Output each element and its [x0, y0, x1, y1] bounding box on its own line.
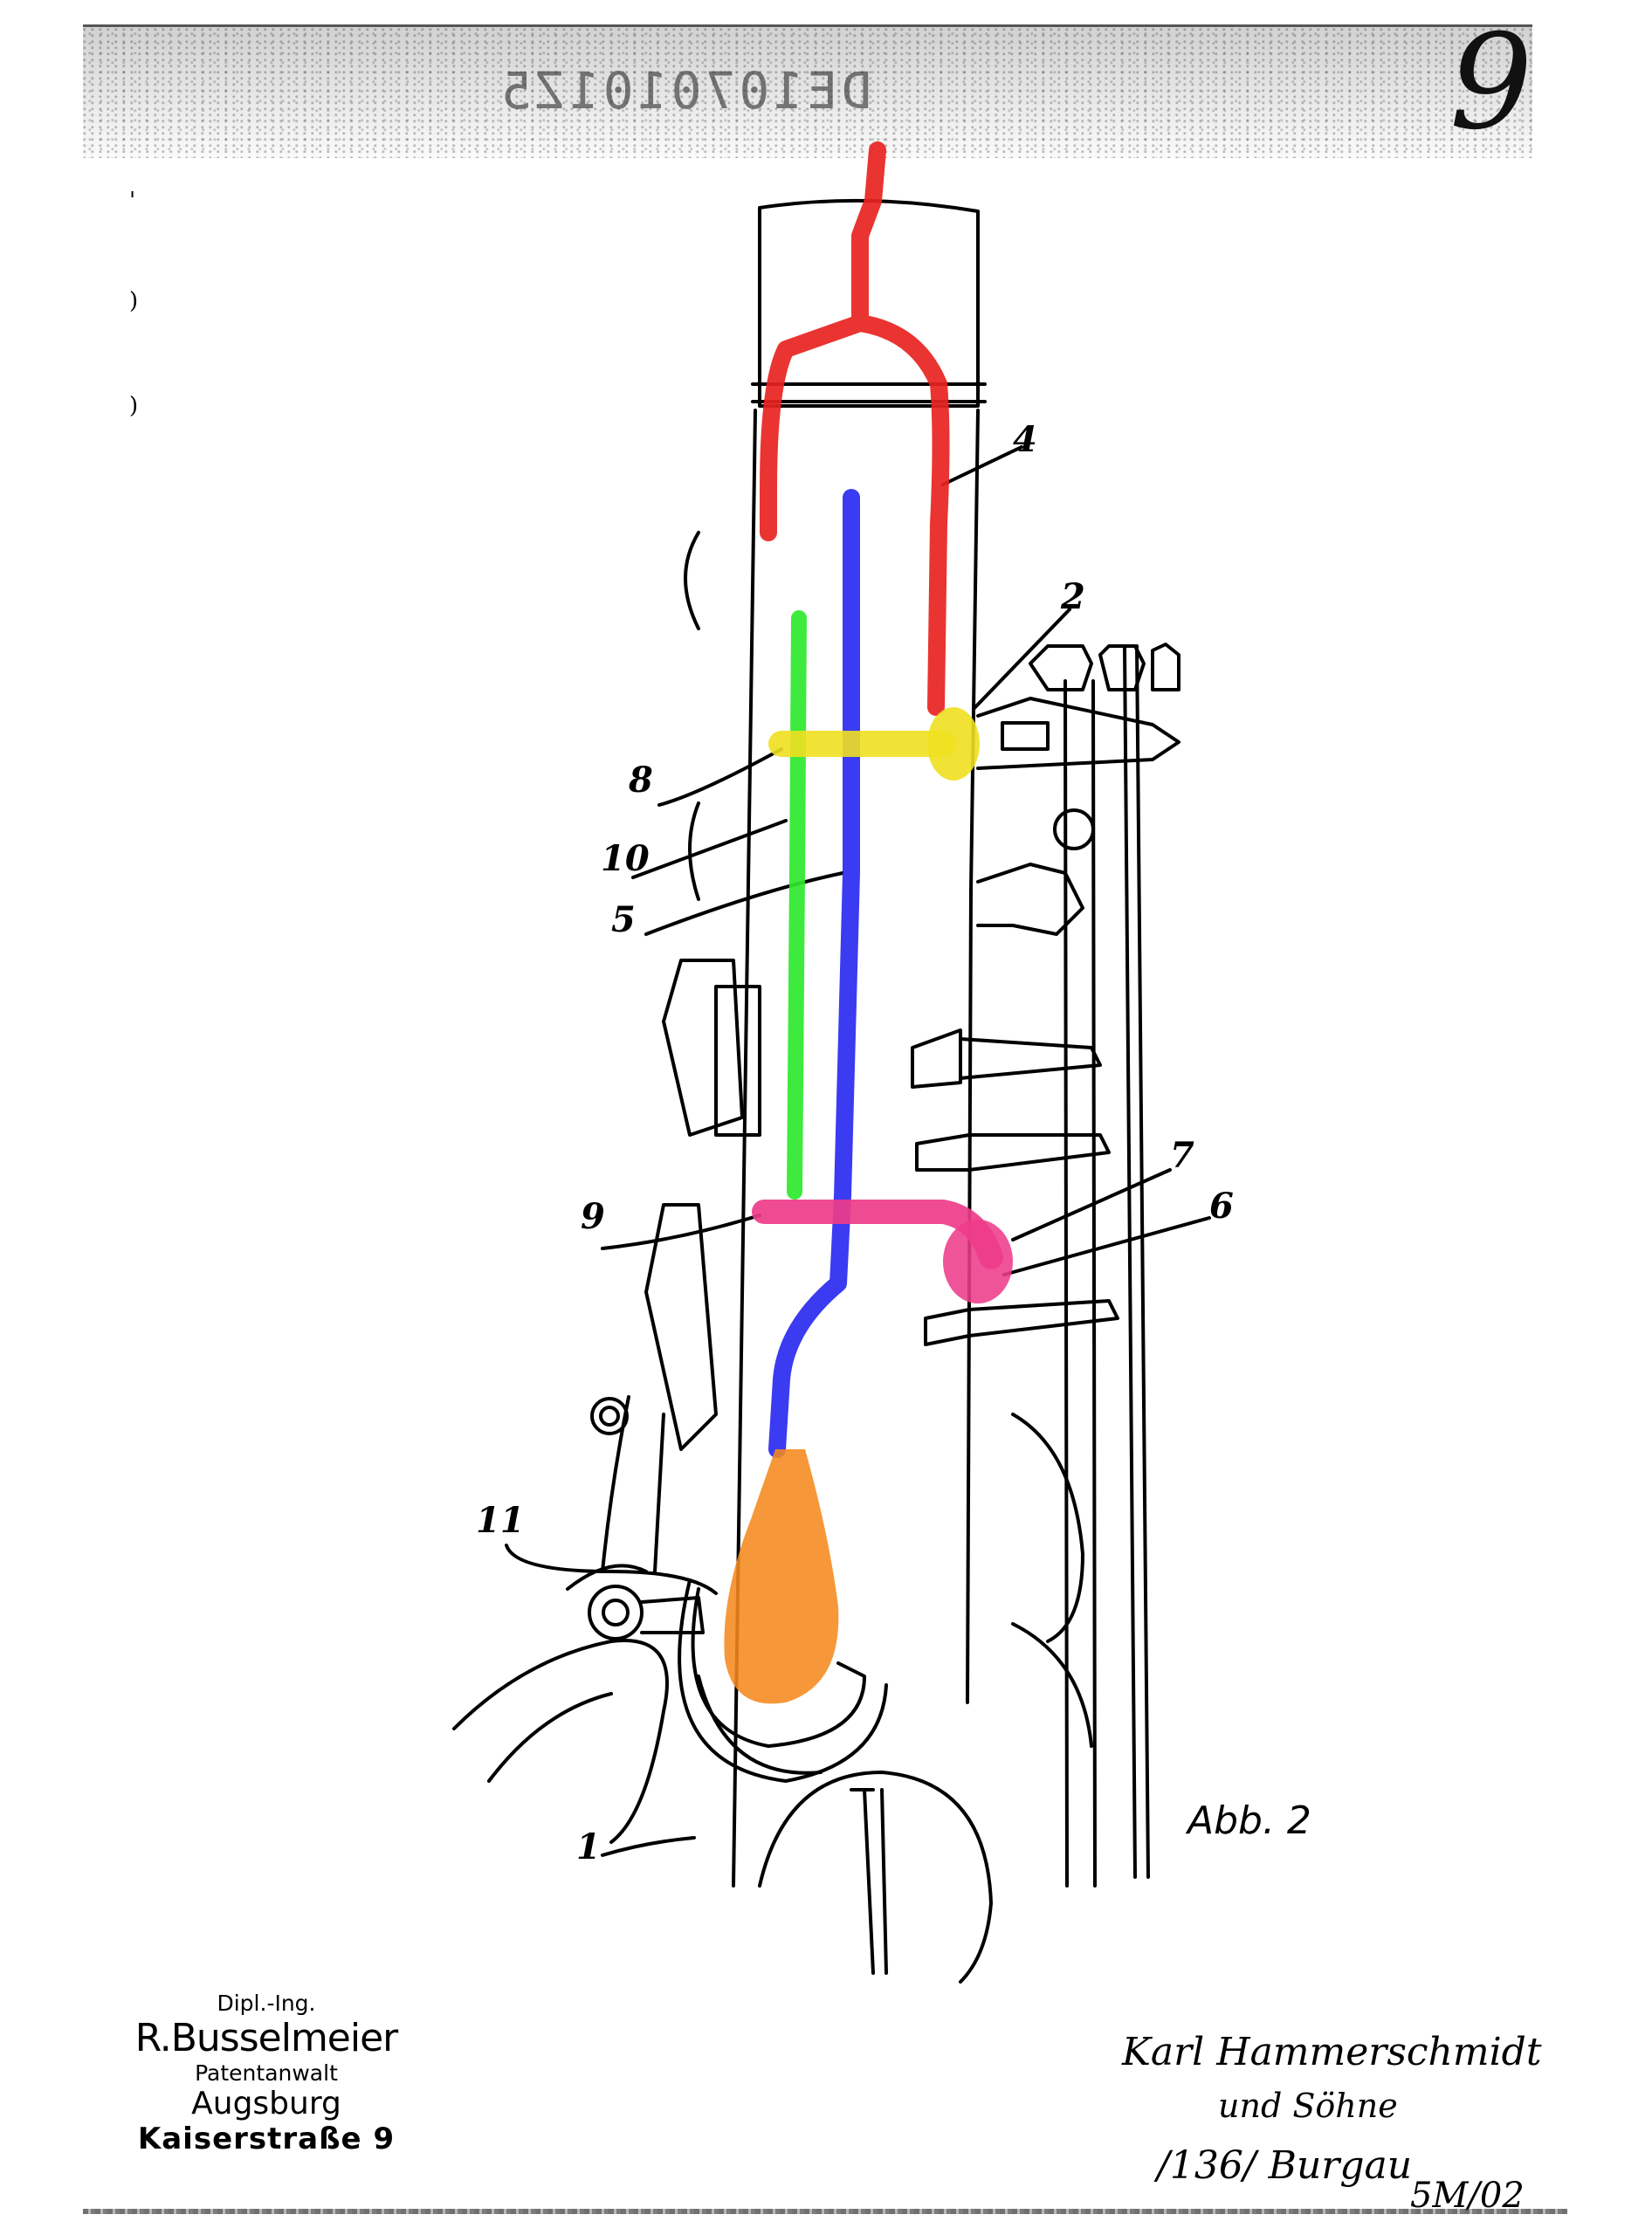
leader-9: [601, 1214, 761, 1250]
figure-label: Abb. 2: [1187, 1798, 1311, 1843]
leader-5: [644, 871, 844, 936]
part-10-green-rod: [787, 610, 807, 1200]
ref-label-5: 5: [611, 899, 636, 940]
stamp-address: Kaiserstraße 9: [137, 2122, 396, 2156]
ref-label-2: 2: [1061, 576, 1085, 617]
ref-label-7: 7: [1170, 1135, 1194, 1176]
ref-label-8: 8: [629, 760, 653, 801]
scan-noise-header: [83, 24, 1532, 158]
signature-line-3: /136/ Burgau: [1157, 2143, 1413, 2188]
stamp-title: Dipl.-Ing.: [217, 1991, 316, 2016]
stamp-name: R.Busselmeier: [134, 2016, 399, 2060]
ref-label-4: 4: [1013, 419, 1037, 460]
leader-6: [1002, 1216, 1211, 1276]
leader-2: [972, 608, 1071, 711]
attorney-stamp: Dipl.-Ing. R.Busselmeier Patentanwalt Au…: [109, 1991, 423, 2156]
part-4-red-rod: [760, 141, 950, 716]
leader-11: [505, 1544, 718, 1595]
leader-8: [657, 747, 783, 807]
part-11-orange-pad: [724, 1449, 839, 1704]
leader-10: [631, 819, 788, 879]
ref-label-9: 9: [581, 1196, 605, 1237]
leader-7: [1011, 1168, 1172, 1241]
neck-cap: [758, 198, 980, 408]
margin-mark: ): [129, 288, 139, 314]
ref-label-11: 11: [476, 1500, 525, 1541]
stamp-city: Augsburg: [191, 2086, 341, 2122]
ref-label-10: 10: [601, 838, 650, 879]
part-5-blue-rod: [768, 489, 860, 1458]
leader-4: [941, 445, 1023, 486]
leader-1: [601, 1836, 696, 1857]
scan-noise-footer: [83, 2209, 1567, 2214]
part-6-7-pink-knob: [943, 1220, 1013, 1303]
margin-mark: ': [129, 188, 136, 214]
ref-label-6: 6: [1209, 1186, 1234, 1227]
signature-line-1: Karl Hammerschmidt: [1122, 2030, 1542, 2074]
signature-line-2: und Söhne: [1218, 2087, 1398, 2125]
margin-mark: ): [129, 393, 139, 419]
ref-label-1: 1: [576, 1826, 601, 1867]
body-right-edge: [966, 409, 980, 1704]
stamp-profession: Patentanwalt: [195, 2060, 338, 2086]
page-number: 9: [1449, 7, 1533, 159]
part-2-yellow-knob: [927, 707, 980, 781]
